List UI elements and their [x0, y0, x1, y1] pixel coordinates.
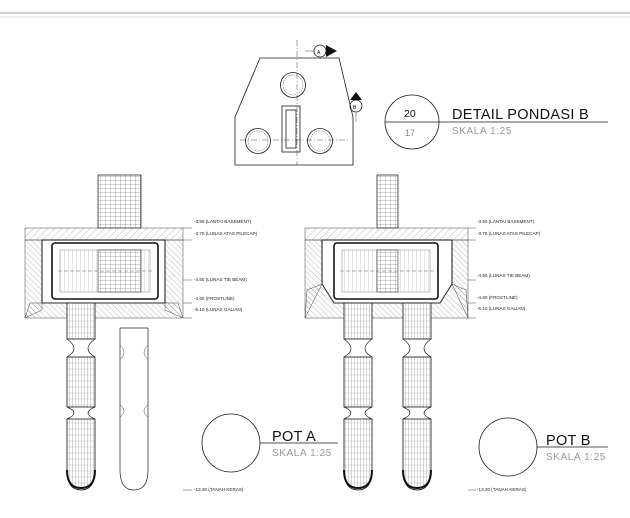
detail-bubble: 20 17 — [384, 94, 440, 150]
level-label: -5.10 (LUNAS GALIAN) — [194, 307, 243, 312]
section-a-title: POT A — [272, 429, 316, 445]
floor-slab-a — [24, 227, 184, 241]
pilecap-rebar-a — [51, 242, 159, 300]
levels-b: -3.50 (LANTAI BASEMENT) -3.75 (LUNAS ATA… — [477, 219, 541, 492]
section-a-scale: SKALA 1:25 — [272, 448, 332, 459]
section-marker-b: B — [349, 92, 363, 122]
pile-b-right — [402, 302, 432, 491]
pilecap-outline — [234, 57, 354, 166]
level-label: -3.50 (LANTAI BASEMENT) — [194, 219, 252, 224]
detail-scale: SKALA 1:25 — [452, 126, 512, 137]
title-bubble-a — [201, 413, 261, 473]
level-label: -4.50 (LUNAS TIE BEAM) — [194, 277, 247, 282]
column-a — [97, 174, 142, 229]
detail-title: DETAIL PONDASI B — [452, 107, 589, 123]
level-label: -13.30 (TANAH KERAS) — [194, 487, 244, 492]
floor-slab-b — [304, 227, 469, 241]
pile-plan-left — [245, 128, 271, 154]
column-plan — [281, 105, 301, 153]
svg-text:A: A — [317, 50, 321, 56]
pile-plan-right — [307, 128, 333, 154]
level-label: -4.60 (FROSTLINE) — [477, 295, 518, 300]
level-label: -4.60 (FROSTLINE) — [194, 296, 235, 301]
pile-a-left — [66, 302, 96, 491]
bubble-number: 20 — [404, 108, 416, 120]
level-label: -4.50 (LUNAS TIE BEAM) — [477, 273, 530, 278]
svg-text:B: B — [353, 105, 357, 111]
pilecap-rebar-b — [333, 242, 439, 300]
level-label: -5.10 (LUNAS GALIAN) — [477, 306, 526, 311]
pile-a-right — [119, 327, 149, 491]
pile-plan-top — [280, 72, 306, 98]
pile-b-left — [343, 302, 373, 491]
level-label: -3.70 (LUNAS ATAS PILECAP) — [194, 231, 258, 236]
title-bubble-b — [478, 417, 538, 477]
column-b — [376, 174, 399, 229]
section-b — [304, 174, 476, 491]
section-a — [24, 174, 192, 491]
lean-concrete-a — [24, 302, 184, 319]
level-label: -3.75 (LUNAS ATAS PILECAP) — [477, 231, 541, 236]
bubble-sheet: 17 — [405, 128, 415, 138]
level-label: -3.50 (LANTAI BASEMENT) — [477, 219, 535, 224]
section-b-scale: SKALA 1:25 — [546, 452, 606, 463]
pilecap-plan: A B — [234, 40, 363, 166]
section-b-title: POT B — [546, 433, 591, 449]
level-label: -13.30 (TANAH KERAS) — [477, 487, 527, 492]
levels-a: -3.50 (LANTAI BASEMENT) -3.70 (LUNAS ATA… — [194, 219, 258, 492]
section-marker-a: A — [305, 44, 337, 58]
